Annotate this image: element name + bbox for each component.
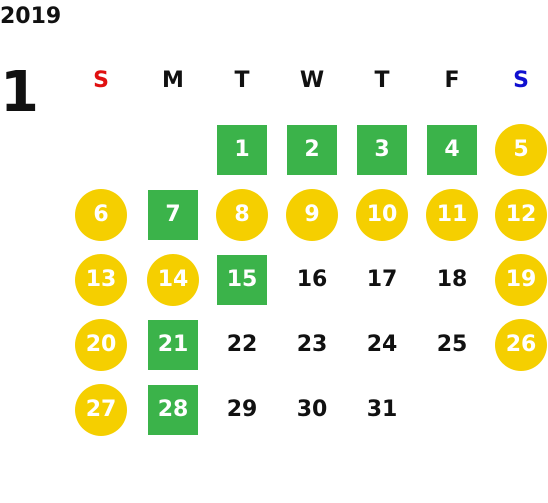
calendar-day[interactable]: 3 (357, 125, 407, 175)
calendar-day[interactable]: 19 (495, 254, 547, 306)
calendar-day[interactable]: 30 (296, 397, 328, 422)
calendar-day[interactable]: 26 (495, 319, 547, 371)
calendar-day[interactable]: 18 (436, 267, 468, 292)
calendar-day[interactable]: 20 (75, 319, 127, 371)
calendar-day[interactable]: 17 (366, 267, 398, 292)
calendar-day[interactable]: 9 (286, 189, 338, 241)
weekday-label: M (162, 68, 184, 93)
weekday-label: S (93, 68, 109, 93)
calendar-day[interactable]: 13 (75, 254, 127, 306)
calendar-day[interactable]: 10 (356, 189, 408, 241)
calendar-day[interactable]: 1 (217, 125, 267, 175)
calendar-month-number: 1 (0, 60, 39, 125)
calendar-day[interactable]: 29 (226, 397, 258, 422)
calendar-day[interactable]: 2 (287, 125, 337, 175)
calendar-day[interactable]: 24 (366, 332, 398, 357)
weekday-label: S (513, 68, 529, 93)
calendar-day[interactable]: 21 (148, 320, 198, 370)
calendar-day[interactable]: 23 (296, 332, 328, 357)
calendar-day[interactable]: 8 (216, 189, 268, 241)
calendar-day[interactable]: 12 (495, 189, 547, 241)
calendar-day[interactable]: 28 (148, 385, 198, 435)
calendar-day[interactable]: 16 (296, 267, 328, 292)
calendar-day[interactable]: 6 (75, 189, 127, 241)
calendar-day[interactable]: 22 (226, 332, 258, 357)
calendar-day[interactable]: 14 (147, 254, 199, 306)
calendar-day[interactable]: 27 (75, 384, 127, 436)
calendar-day[interactable]: 5 (495, 124, 547, 176)
calendar-day[interactable]: 4 (427, 125, 477, 175)
calendar-day[interactable]: 11 (426, 189, 478, 241)
weekday-label: T (234, 68, 250, 93)
weekday-label: T (374, 68, 390, 93)
weekday-label: F (444, 68, 460, 93)
calendar-year: 2019 (0, 4, 62, 29)
calendar-day[interactable]: 25 (436, 332, 468, 357)
weekday-label: W (299, 68, 325, 93)
calendar-day[interactable]: 15 (217, 255, 267, 305)
calendar-day[interactable]: 31 (366, 397, 398, 422)
calendar-day[interactable]: 7 (148, 190, 198, 240)
